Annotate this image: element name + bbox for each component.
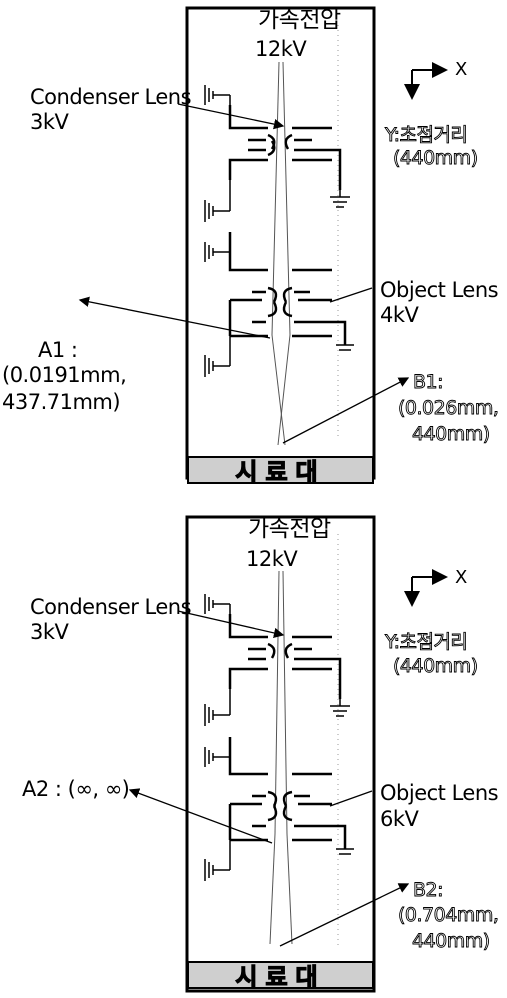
axis-arrows	[404, 62, 448, 100]
object-lens	[228, 737, 347, 849]
object-lens-label: Object Lens	[380, 781, 499, 805]
point-a-y: 437.71mm)	[2, 390, 121, 414]
accel-voltage-label: 가속전압	[248, 516, 331, 542]
object-lens-voltage: 6kV	[380, 807, 419, 831]
sample-stage: 시료대	[187, 961, 374, 992]
condenser-lens	[228, 105, 342, 190]
point-a-label: A2 : (∞, ∞)	[22, 777, 130, 801]
condenser-lens-voltage: 3kV	[30, 620, 69, 644]
leader-lines	[128, 610, 410, 947]
axis-y-value: (440mm)	[393, 147, 479, 170]
condenser-lens-label: Condenser Lens	[30, 595, 192, 619]
condenser-lens	[228, 614, 342, 699]
electron-beam	[269, 570, 293, 945]
accel-voltage-value: 12kV	[246, 547, 298, 571]
point-b-y: 440mm)	[412, 423, 491, 446]
diagram-panel-2: 가속전압 12kV X Y:초점거리 (440mm) Condenser Len…	[0, 499, 507, 998]
ground-symbols	[204, 85, 354, 377]
point-b-y: 440mm)	[412, 930, 491, 953]
point-b-label: B1:	[413, 371, 444, 394]
accel-voltage-value: 12kV	[255, 37, 307, 61]
condenser-lens-voltage: 3kV	[30, 110, 69, 134]
axis-arrows	[404, 569, 448, 607]
leader-lines	[78, 103, 410, 444]
point-b-label: B2:	[413, 879, 444, 902]
point-a-label: A1 :	[38, 338, 78, 362]
point-a-x: (0.0191mm,	[2, 363, 127, 387]
axis-y-label: Y:초점거리	[385, 631, 469, 654]
condenser-lens-label: Condenser Lens	[30, 85, 192, 109]
sample-stage: 시료대	[187, 456, 374, 487]
axis-y-label: Y:초점거리	[385, 124, 469, 147]
object-lens-label: Object Lens	[380, 278, 499, 302]
electron-beam	[271, 61, 291, 446]
axis-y-value: (440mm)	[393, 655, 479, 678]
column-diagram-2	[128, 515, 448, 993]
point-b-x: (0.704mm,	[398, 904, 500, 927]
column-frame	[185, 515, 376, 993]
point-b-x: (0.026mm,	[398, 397, 500, 420]
diagram-panel-1: 가속전압 12kV X Y:초점거리 (440mm) Condenser Len…	[2, 6, 500, 487]
object-lens-voltage: 4kV	[380, 303, 419, 327]
axis-x-label: X	[455, 59, 467, 80]
object-lens	[228, 232, 347, 345]
accel-voltage-label: 가속전압	[258, 7, 341, 33]
axis-x-label: X	[455, 567, 467, 588]
